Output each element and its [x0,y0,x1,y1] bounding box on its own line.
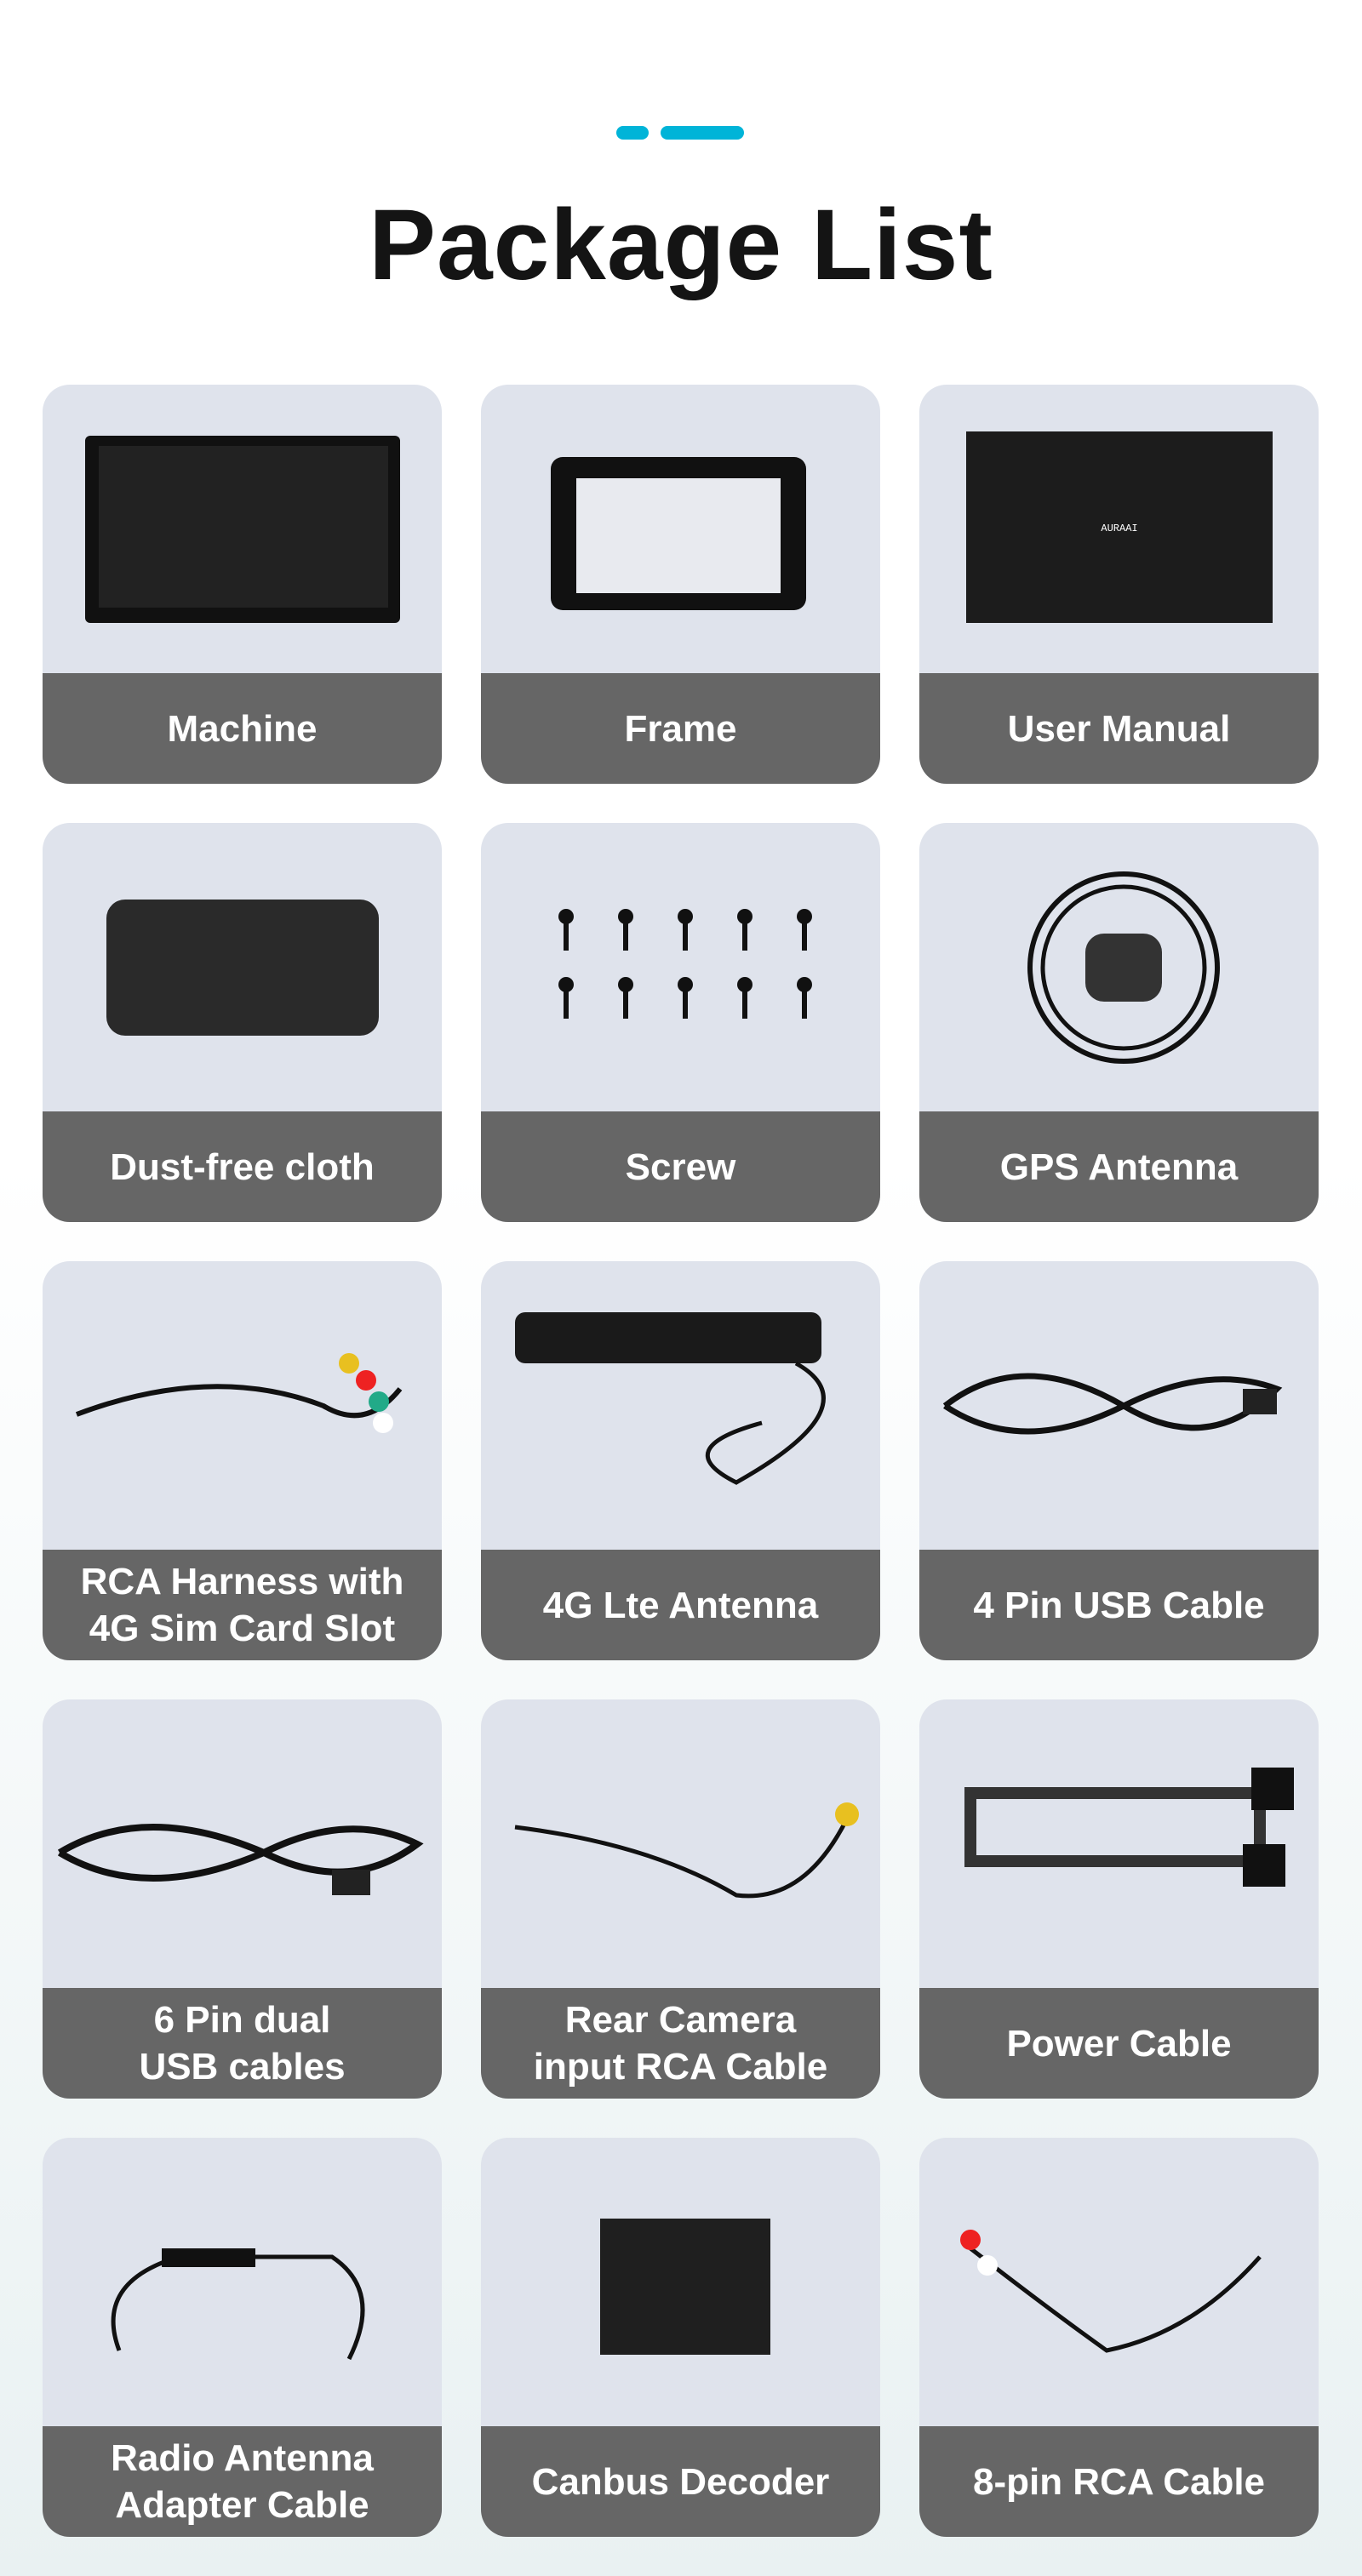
package-item-label: GPS Antenna [919,1111,1319,1222]
package-item-card: Dust-free cloth [43,823,442,1222]
package-item-card: 8-pin RCA Cable [919,2138,1319,2537]
package-item-label: Screw [481,1111,880,1222]
accent-dash-long [661,126,744,140]
lte-icon [481,1261,880,1550]
package-item-card: Machine [43,385,442,784]
package-item-card: 4G Lte Antenna [481,1261,880,1660]
accent-dash-short [616,126,649,140]
package-item-label: 8-pin RCA Cable [919,2426,1319,2537]
package-item-card: Screw [481,823,880,1222]
package-item-card: Frame [481,385,880,784]
radio-icon [43,2138,442,2426]
package-item-card: Canbus Decoder [481,2138,880,2537]
package-item-card: Rear Camera input RCA Cable [481,1699,880,2099]
package-item-label: Frame [481,673,880,784]
package-item-card: 4 Pin USB Cable [919,1261,1319,1660]
usb-icon [919,1261,1319,1550]
cloth-icon [43,823,442,1111]
package-item-label: Canbus Decoder [481,2426,880,2537]
package-item-card: RCA Harness with 4G Sim Card Slot [43,1261,442,1660]
harness-icon [43,1261,442,1550]
package-item-card: Power Cable [919,1699,1319,2099]
package-item-label: User Manual [919,673,1319,784]
rca8-icon [919,2138,1319,2426]
gps-icon [919,823,1319,1111]
package-item-label: 6 Pin dual USB cables [43,1988,442,2099]
package-item-label: RCA Harness with 4G Sim Card Slot [43,1550,442,1660]
package-item-card: Radio Antenna Adapter Cable [43,2138,442,2537]
camera-cable-icon [481,1699,880,1988]
frame-icon [481,385,880,673]
package-item-label: 4 Pin USB Cable [919,1550,1319,1660]
page-title: Package List [369,189,993,301]
package-item-label: Power Cable [919,1988,1319,2099]
package-item-card: 6 Pin dual USB cables [43,1699,442,2099]
package-item-label: 4G Lte Antenna [481,1550,880,1660]
package-item-label: Rear Camera input RCA Cable [481,1988,880,2099]
svg-text:AURAAI: AURAAI [1101,523,1137,534]
power-icon [919,1699,1319,1988]
package-item-card: GPS Antenna [919,823,1319,1222]
screws-icon [481,823,880,1111]
usb2-icon [43,1699,442,1988]
canbus-icon [481,2138,880,2426]
package-item-label: Dust-free cloth [43,1111,442,1222]
package-item-label: Machine [43,673,442,784]
package-item-label: Radio Antenna Adapter Cable [43,2426,442,2537]
screen-icon [43,385,442,673]
package-item-card: AURAAI User Manual [919,385,1319,784]
manual-icon: AURAAI [919,385,1319,673]
